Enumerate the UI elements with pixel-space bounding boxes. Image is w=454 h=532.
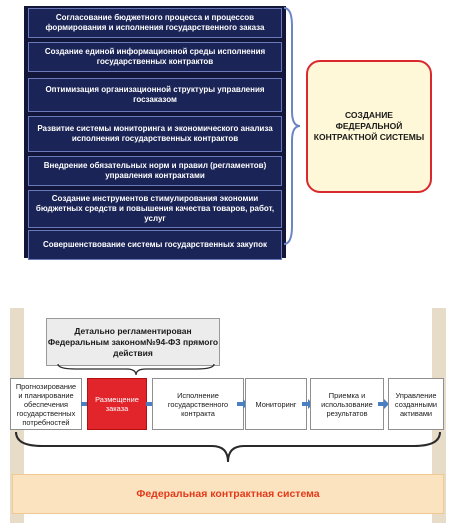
task-block: Внедрение обязательных норм и правил (ре… [28,156,282,186]
task-block: Согласование бюджетного процесса и проце… [28,8,282,38]
task-block: Создание единой информационной среды исп… [28,42,282,72]
step-acceptance: Приемка и использование результатов [310,378,384,430]
federal-contract-system-bar: Федеральная контрактная система [12,474,444,514]
step-asset-management: Управление созданными активами [388,378,444,430]
curly-brace-down-small [57,363,215,376]
target-goal-box: СОЗДАНИЕ ФЕДЕРАЛЬНОЙ КОНТРАКТНОЙ СИСТЕМЫ [306,60,432,193]
task-block: Развитие системы мониторинга и экономиче… [28,116,282,152]
footer-label: Федеральная контрактная система [136,488,320,500]
curly-brace-right [283,7,301,245]
arrow-right-icon [378,399,389,409]
task-block: Оптимизация организационной структуры уп… [28,78,282,112]
curly-brace-down-large [15,431,441,463]
regulation-note: Детально регламентирован Федеральным зак… [46,318,220,366]
step-monitoring: Мониторинг [245,378,307,430]
step-planning: Прогнозирование и планирование обеспечен… [10,378,82,430]
step-order-placement: Размещение заказа [87,378,147,430]
task-block: Создание инструментов стимулирования эко… [28,190,282,228]
task-block: Совершенствование системы государственны… [28,230,282,260]
step-contract-execution: Исполнение государственного контракта [152,378,244,430]
